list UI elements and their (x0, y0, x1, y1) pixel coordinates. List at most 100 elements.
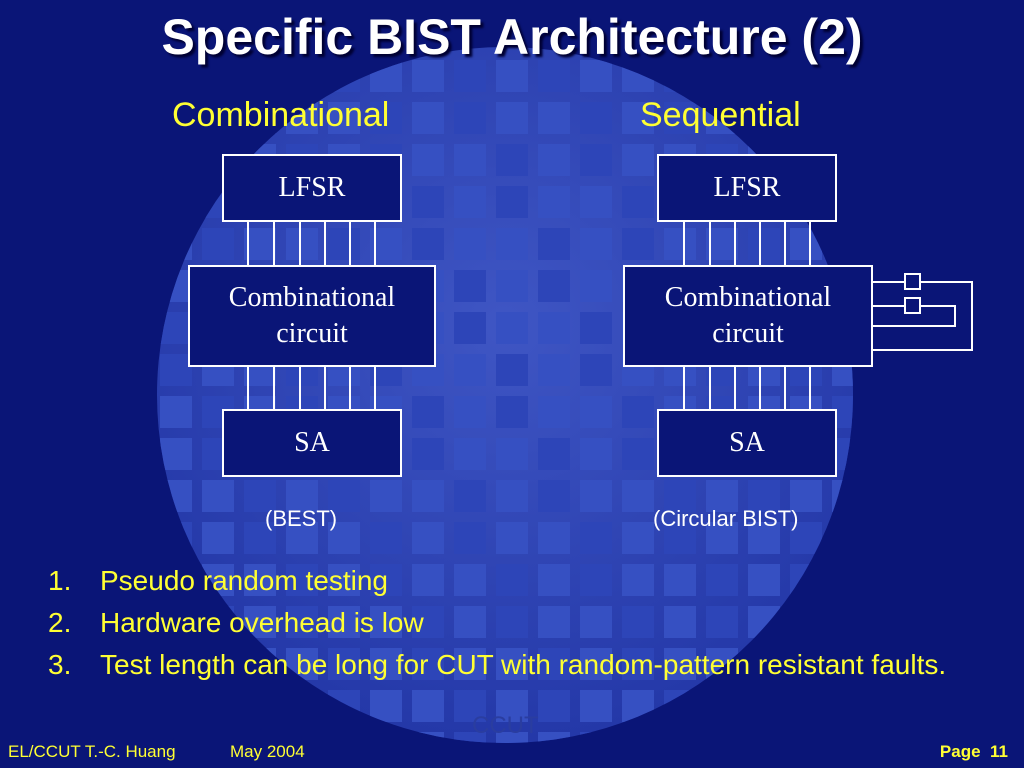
flip-flop-2 (904, 297, 921, 314)
wafer-die (412, 648, 444, 680)
wafer-die (370, 522, 402, 554)
wafer-die (496, 606, 528, 638)
wafer-die (412, 606, 444, 638)
wafer-die (370, 564, 402, 596)
wafer-die (664, 522, 696, 554)
wafer-die (496, 648, 528, 680)
wafer-die (370, 690, 402, 722)
wafer-die (622, 228, 654, 260)
wafer-die (538, 144, 570, 176)
wafer-die (370, 648, 402, 680)
list-text: Hardware overhead is low (100, 607, 424, 638)
wafer-die (538, 312, 570, 344)
wafer-die (622, 144, 654, 176)
wafer-die (370, 480, 402, 512)
wafer-die (454, 144, 486, 176)
wafer-die (328, 480, 360, 512)
wafer-die (454, 228, 486, 260)
wafer-die (496, 564, 528, 596)
wafer-die (622, 606, 654, 638)
list-item: 3. Test length can be long for CUT with … (48, 644, 948, 686)
wafer-die (412, 564, 444, 596)
wafer-die (496, 396, 528, 428)
right-lfsr-label: LFSR (713, 171, 781, 203)
wafer-die (244, 564, 276, 596)
list-number: 3. (48, 649, 72, 680)
wafer-die (706, 564, 738, 596)
wafer-die (580, 354, 612, 386)
wafer-die (538, 396, 570, 428)
wafer-die (370, 606, 402, 638)
wafer-die (580, 522, 612, 554)
wafer-die (328, 648, 360, 680)
wafer-die (496, 480, 528, 512)
wafer-die (412, 480, 444, 512)
wafer-die (412, 144, 444, 176)
wafer-die (580, 606, 612, 638)
left-circuit-label-2: circuit (276, 318, 348, 349)
wafer-die (454, 60, 486, 92)
wafer-die (622, 648, 654, 680)
footer-author: EL/CCUT T.-C. Huang (8, 742, 176, 761)
wafer-die (622, 438, 654, 470)
wafer-die (454, 648, 486, 680)
wafer-die (454, 606, 486, 638)
wafer-die (580, 186, 612, 218)
right-circuit-box: Combinational circuit (623, 265, 873, 367)
wafer-die (538, 732, 570, 743)
wafer-die (454, 270, 486, 302)
wafer-die (286, 606, 318, 638)
left-lfsr-box: LFSR (222, 154, 402, 222)
wafer-die (748, 522, 780, 554)
wafer-die (454, 102, 486, 134)
wafer-die (622, 564, 654, 596)
wafer-die (580, 564, 612, 596)
wafer-die (328, 606, 360, 638)
sequential-heading: Sequential (640, 96, 801, 134)
right-circuit-label-1: Combinational (664, 281, 832, 313)
wafer-die (622, 480, 654, 512)
combinational-heading: Combinational (172, 96, 390, 134)
wafer-die (286, 480, 318, 512)
wafer-die (244, 522, 276, 554)
wafer-die (580, 648, 612, 680)
wafer-die (706, 228, 738, 260)
wafer-die (580, 60, 612, 92)
wafer-die (454, 732, 486, 743)
wafer-die (622, 522, 654, 554)
wafer-die (202, 522, 234, 554)
wafer-die (748, 228, 780, 260)
wafer-die (538, 522, 570, 554)
right-lfsr-box: LFSR (657, 154, 837, 222)
best-caption: (BEST) (265, 506, 338, 531)
wafer-die (244, 228, 276, 260)
wafer-die (538, 354, 570, 386)
wafer-die (496, 690, 528, 722)
wafer-die (160, 438, 192, 470)
wafer-die (790, 522, 822, 554)
wafer-die (202, 480, 234, 512)
wafer-die (160, 354, 192, 386)
wafer-die (790, 480, 822, 512)
wafer-die (412, 438, 444, 470)
wafer-die (538, 60, 570, 92)
wafer-die (454, 396, 486, 428)
left-circuit-box: Combinational circuit (188, 265, 436, 367)
list-number: 1. (48, 565, 72, 596)
wafer-die (496, 270, 528, 302)
wafer-die (496, 186, 528, 218)
list-item: 2. Hardware overhead is low (48, 602, 948, 644)
wafer-die (370, 102, 402, 134)
right-sa-label: SA (729, 426, 765, 458)
list-text: Test length can be long for CUT with ran… (100, 649, 947, 680)
wafer-die (286, 564, 318, 596)
wafer-die (160, 396, 192, 428)
wafer-die (748, 564, 780, 596)
wafer-die (538, 186, 570, 218)
left-lfsr-label: LFSR (278, 171, 346, 203)
wafer-die (622, 396, 654, 428)
wafer-die (286, 228, 318, 260)
wafer-die (538, 438, 570, 470)
page-number: 11 (990, 742, 1008, 761)
